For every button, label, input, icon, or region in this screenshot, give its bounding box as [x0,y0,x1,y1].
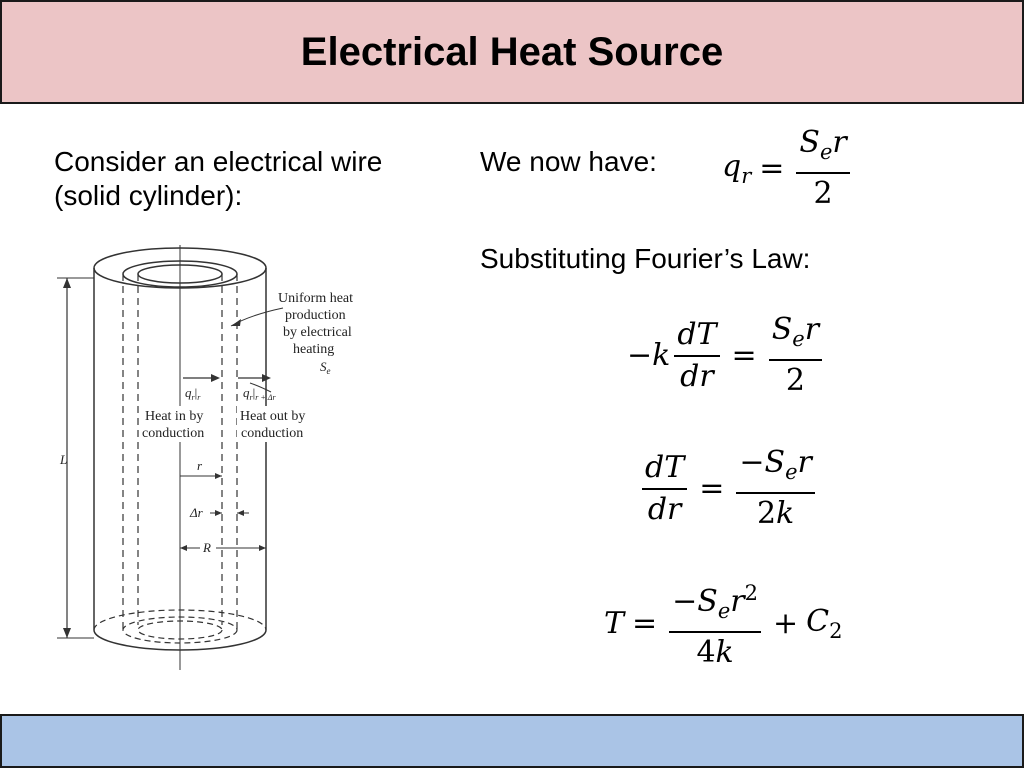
label-dr: Δr [189,505,204,520]
label-R: R [202,540,211,555]
intro-line-1: Consider an electrical wire [54,146,383,177]
R-label-bg [200,538,216,556]
uniform-heat-arrow [231,319,241,326]
uniform-heat-line-4: heating [293,342,334,357]
footer-bar [0,714,1024,768]
qr-out-leader [249,382,272,393]
heat-in-bg [142,406,220,442]
label-L: L [59,452,67,467]
length-arrow-top [63,278,71,288]
dr-left-arrowhead [215,510,222,516]
qr-in-arrowhead [211,374,220,382]
dr-right-arrowhead [237,510,244,516]
R-arrow-right [259,545,266,551]
substituting-text: Substituting Fourier’s Law: [480,243,811,274]
uniform-heat-line-1: Uniform heat [278,291,353,306]
heat-in-line-1: Heat in by [145,409,203,424]
heat-out-line-1: Heat out by [240,409,305,424]
heat-in-line-2: conduction [142,426,204,441]
uniform-heat-line-2: production [285,308,346,323]
heat-out-line-2: conduction [241,426,303,441]
label-qr-rdr: qr|r + Δr [243,385,276,402]
R-arrow-left [180,545,187,551]
intro-text: Consider an electrical wire (solid cylin… [54,145,382,213]
uniform-heat-line-3: by electrical [283,325,352,340]
label-se: Se [320,359,331,376]
slide-title: Electrical Heat Source [300,29,724,74]
label-r: r [197,458,203,473]
r-arrowhead [215,473,222,479]
label-qr-r: qr|r [185,385,201,402]
now-have-text: We now have: [480,146,657,177]
heat-out-bg [237,406,321,442]
qr-out-arrowhead [262,374,271,382]
cylinder-diagram: L Uniform heat production by electrical … [57,245,353,670]
title-bar: Electrical Heat Source [0,0,1024,104]
length-arrow-bottom [63,628,71,638]
intro-line-2: (solid cylinder): [54,180,243,211]
